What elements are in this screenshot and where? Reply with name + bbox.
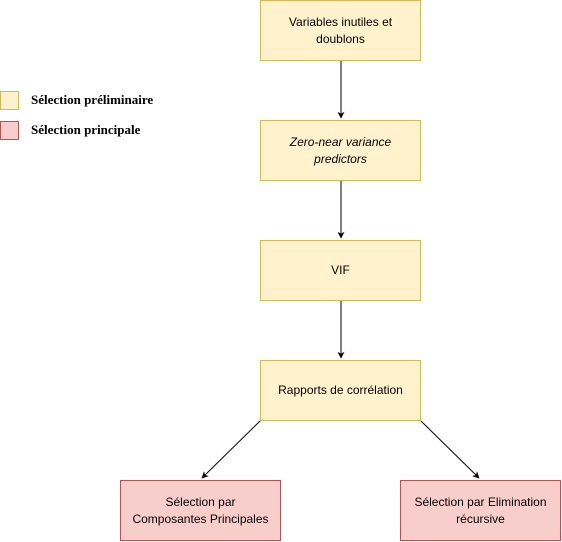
legend-principal-swatch — [0, 120, 19, 140]
node-vif-label: VIF — [331, 263, 350, 277]
legend-preliminary-label: Sélection préliminaire — [31, 92, 154, 107]
edge-correlation-to-rfe — [420, 420, 480, 479]
legend-preliminary-swatch — [0, 90, 19, 110]
legend-principal-label: Sélection principale — [31, 122, 141, 137]
node-vif: VIF — [260, 240, 421, 301]
node-rfe: Sélection par Elimination récursive — [400, 480, 561, 541]
node-correlation-label: Rapports de corrélation — [278, 383, 403, 397]
node-correlation: Rapports de corrélation — [260, 360, 421, 421]
node-rfe-label: Sélection par Elimination récursive — [414, 494, 547, 526]
node-zero-variance: Zero-near variance predictors — [260, 120, 421, 181]
node-pca-label: Sélection par Composantes Principales — [132, 494, 269, 526]
node-pca: Sélection par Composantes Principales — [120, 480, 281, 541]
legend-principal: Sélection principale — [0, 120, 140, 140]
node-variables-inutiles: Variables inutiles et doublons — [260, 0, 421, 61]
node-zero-variance-label: Zero-near variance predictors — [289, 134, 392, 166]
legend-preliminary: Sélection préliminaire — [0, 90, 153, 110]
node-variables-inutiles-label: Variables inutiles et doublons — [288, 14, 393, 46]
edge-correlation-to-pca — [201, 420, 261, 479]
